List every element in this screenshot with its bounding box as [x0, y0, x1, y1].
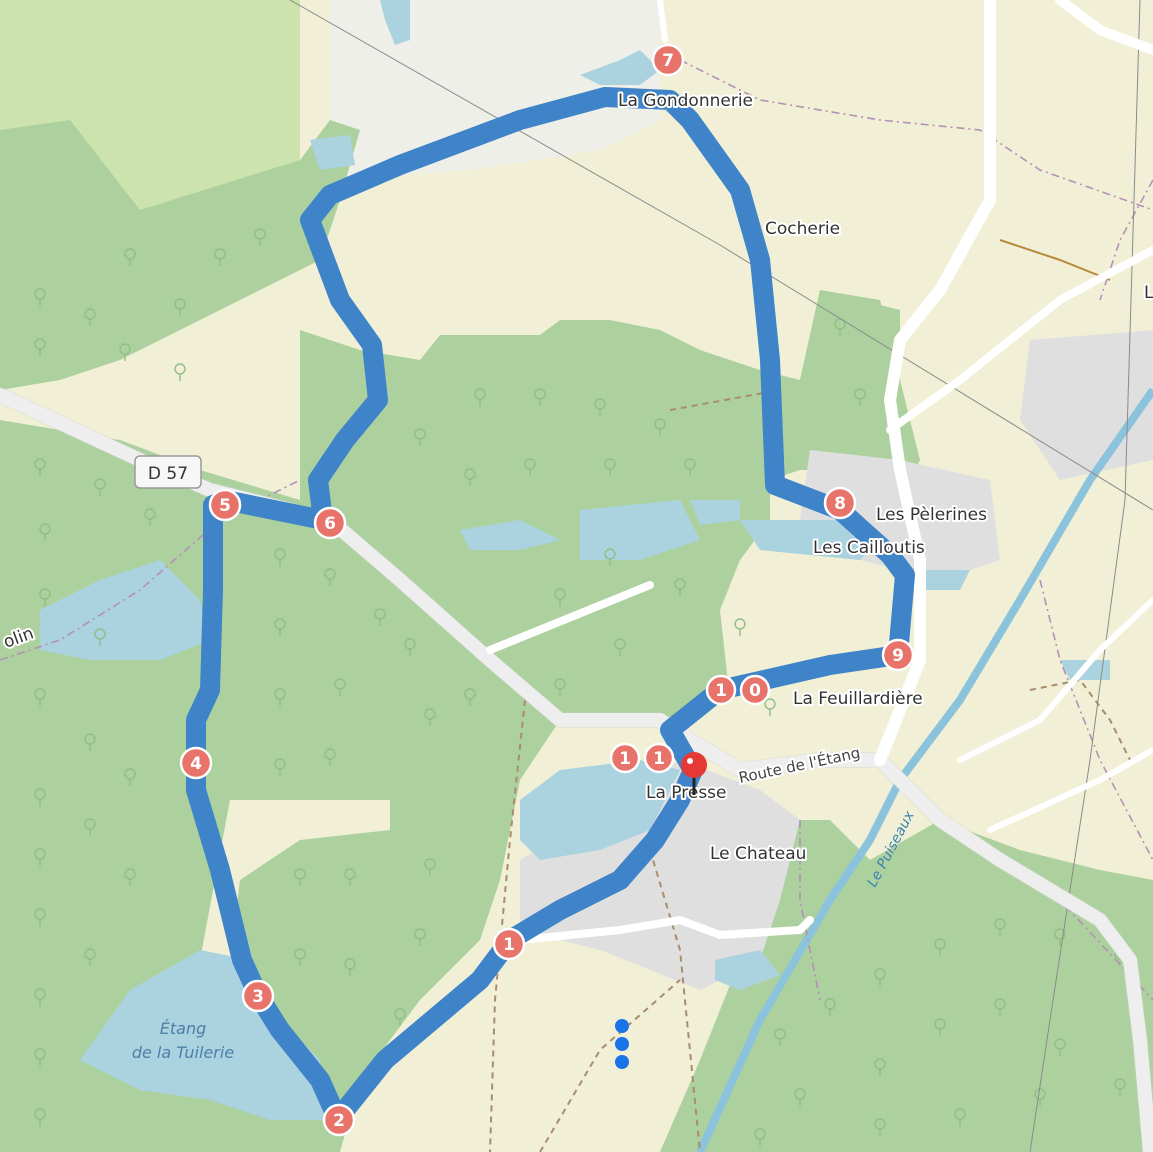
pond-small-top — [380, 0, 410, 45]
forest-tree-symbols — [34, 228, 1126, 1146]
place-label-les-cailloutis: Les Cailloutis — [813, 538, 925, 558]
svg-text:1: 1 — [653, 749, 665, 769]
forest-south-east — [660, 820, 1153, 1152]
lake-label-line2: de la Tuilerie — [132, 1043, 234, 1062]
place-label-la-feuillardiere: La Feuillardière — [793, 689, 923, 709]
road-shield-d57: D 57 — [134, 455, 202, 489]
residential-top — [330, 0, 660, 180]
place-label-la-presse: La Presse — [646, 783, 727, 803]
svg-text:5: 5 — [219, 496, 231, 516]
place-label-cocherie: Cocherie — [765, 219, 840, 239]
meadow-clearing — [200, 800, 390, 960]
waypoint-1[interactable]: 1 — [492, 927, 526, 961]
svg-text:3: 3 — [252, 987, 264, 1007]
pond-central-2 — [580, 500, 700, 560]
pond-central-1 — [460, 520, 560, 550]
tracks — [489, 389, 1131, 1152]
brown-lines — [999, 239, 1111, 281]
place-label-la-gondonnerie: La Gondonnerie — [618, 91, 753, 111]
svg-text:6: 6 — [324, 514, 336, 534]
waypoint-8[interactable]: 8 — [823, 486, 857, 520]
waypoint-5[interactable]: 5 — [208, 488, 242, 522]
pond-near-6 — [310, 135, 355, 170]
svg-text:1: 1 — [715, 681, 727, 701]
power-lines — [289, 0, 1153, 1152]
forest-central — [300, 290, 900, 720]
map-pin-icon[interactable] — [681, 752, 707, 795]
svg-text:7: 7 — [662, 51, 674, 71]
svg-text:9: 9 — [892, 646, 904, 666]
more-vertical-icon[interactable] — [615, 1019, 629, 1069]
svg-text:0: 0 — [749, 681, 761, 701]
svg-text:D 57: D 57 — [148, 464, 188, 484]
lake-label-line1: Étang — [160, 1019, 206, 1038]
pond-east-1 — [920, 570, 970, 590]
place-label-right-edge: L — [1144, 283, 1153, 303]
waypoint-6[interactable]: 6 — [313, 506, 347, 540]
pond-central-3 — [690, 500, 740, 525]
svg-text:4: 4 — [190, 754, 202, 774]
svg-text:2: 2 — [333, 1111, 345, 1131]
forest-east — [800, 290, 920, 500]
pond-south-small — [715, 950, 780, 990]
waypoint-7[interactable]: 7 — [651, 43, 685, 77]
svg-text:8: 8 — [834, 494, 846, 514]
svg-text:1: 1 — [503, 935, 515, 955]
pond-top — [580, 50, 660, 85]
place-label-les-pelerines: Les Pèlerines — [876, 505, 987, 525]
pond-west — [40, 560, 210, 660]
waypoint-2[interactable]: 2 — [322, 1103, 356, 1137]
pond-la-presse — [520, 760, 680, 860]
svg-text:1: 1 — [619, 749, 631, 769]
waypoint-9[interactable]: 9 — [881, 638, 915, 672]
waypoint-3[interactable]: 3 — [241, 979, 275, 1013]
route-path[interactable] — [186, 87, 915, 1130]
place-label-le-chateau: Le Chateau — [710, 844, 806, 864]
pond-les-cailloutis — [740, 520, 880, 560]
lake-etang-de-la-tuilerie — [80, 950, 330, 1120]
waypoint-4[interactable]: 4 — [179, 746, 213, 780]
